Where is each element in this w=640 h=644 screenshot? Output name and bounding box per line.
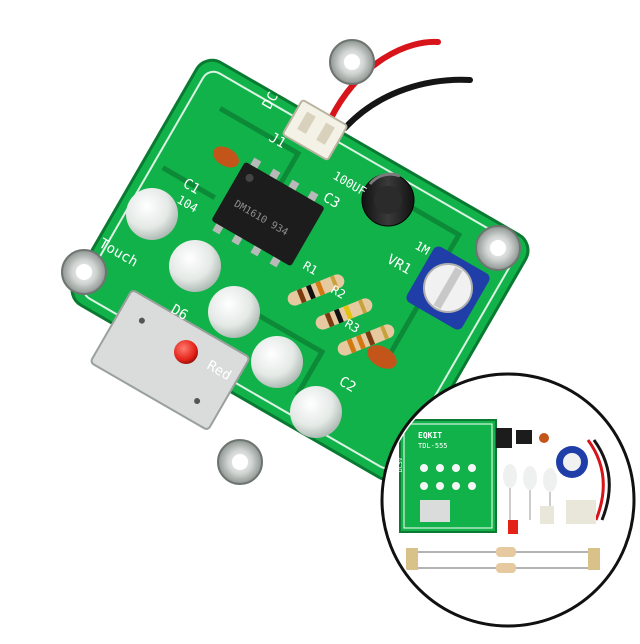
touch-plate	[90, 290, 250, 430]
label-d6: D6	[168, 302, 191, 324]
resistor-r3	[337, 324, 395, 356]
power-connector-j1	[282, 99, 348, 161]
white-led	[208, 286, 260, 338]
white-led	[290, 386, 342, 438]
ceramic-capacitor-c1	[213, 146, 239, 168]
resistor-r2	[315, 298, 373, 330]
led-array	[126, 188, 342, 438]
label-vr1-value: 1M	[413, 238, 433, 257]
red-led	[174, 340, 198, 364]
potentiometer-vr1	[406, 246, 490, 330]
kit-contents-inset: EQKIT TDL-555 DC5V	[380, 372, 636, 628]
ic-chip-555: DM1610 934	[212, 157, 324, 268]
label-c2: C2	[336, 374, 359, 396]
resistor-r1	[287, 274, 345, 306]
label-c1: C1	[180, 176, 203, 198]
label-r1: R1	[301, 258, 321, 277]
label-r3: R3	[343, 316, 363, 335]
white-led	[126, 188, 178, 240]
label-j1: J1	[266, 130, 289, 152]
ceramic-capacitor-c2	[367, 345, 397, 369]
white-led	[251, 336, 303, 388]
electrolytic-capacitor-c3	[361, 172, 415, 227]
label-c3: C3	[320, 190, 343, 212]
main-pcb-board: DM1610 934	[61, 38, 530, 485]
inset-brand: EQKIT	[418, 431, 442, 440]
inset-model: TDL-555	[418, 442, 448, 450]
inset-power: DC5V	[397, 457, 404, 472]
inset-capacitor	[496, 428, 512, 448]
power-wires	[327, 38, 473, 131]
white-led	[169, 240, 221, 292]
inset-chip	[516, 430, 532, 444]
label-r2: R2	[329, 282, 349, 301]
